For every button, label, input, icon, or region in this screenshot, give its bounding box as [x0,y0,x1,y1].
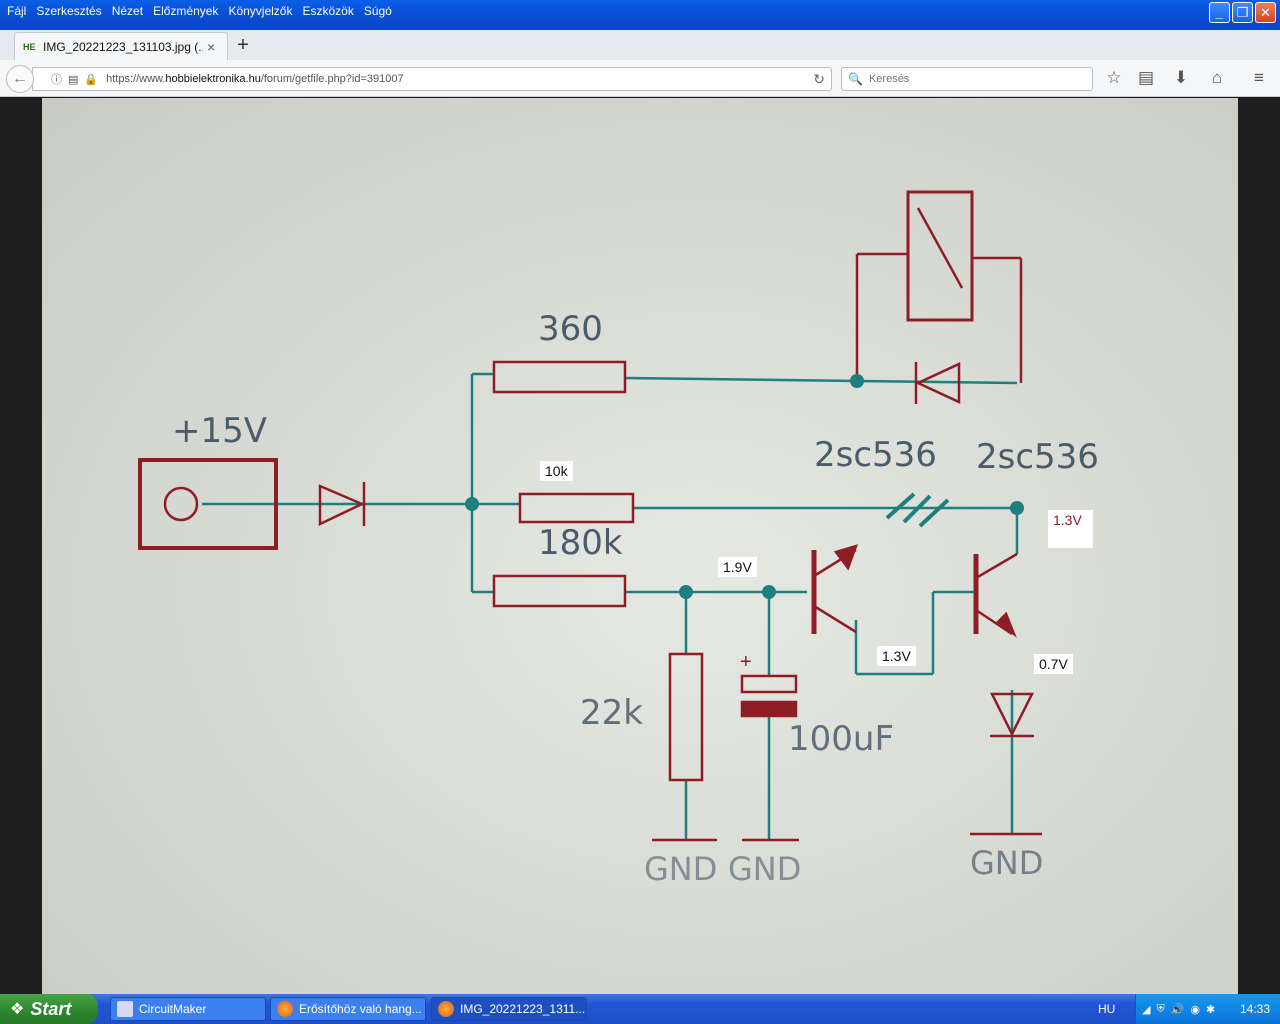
voltage-emitter: 1.3V [877,646,916,666]
search-bar[interactable]: 🔍 [841,67,1093,91]
voltage-output: 0.7V [1034,654,1073,674]
close-button[interactable]: ✕ [1255,2,1276,23]
task-label: Erősítőhöz való hang... [299,1002,422,1016]
label-cap-plus: + [740,651,752,673]
permissions-icon[interactable]: ▤ [68,73,79,86]
reading-list-icon[interactable]: ▤ [1137,68,1155,87]
label-supply: +15V [172,411,267,451]
junction-dots [465,374,1024,599]
close-icon: ✕ [1260,5,1271,20]
back-button[interactable]: ← [6,65,34,93]
network-icon[interactable]: ◢ [1142,1003,1151,1016]
minimize-button[interactable]: _ [1209,2,1230,23]
shield-icon[interactable]: ⛨ [1156,1002,1165,1015]
clock[interactable]: 14:33 [1239,1002,1270,1016]
home-icon[interactable]: ⌂ [1211,68,1223,87]
back-arrow-icon: ← [12,70,28,87]
new-tab-button[interactable]: + [237,34,249,56]
reload-icon[interactable]: ↻ [813,71,825,87]
restore-button[interactable]: ❐ [1232,2,1253,23]
menu-view[interactable]: Nézet [111,4,144,18]
tab-strip: HE IMG_20221223_131103.jpg (... × + [0,30,1280,60]
label-r4: 22k [580,693,643,733]
menu-file[interactable]: Fájl [7,4,27,18]
language-indicator[interactable]: HU [1098,1002,1116,1016]
search-input[interactable] [868,73,1089,85]
menu-bookmarks[interactable]: Könyvjelzők [228,4,293,18]
antivirus-icon[interactable]: ◉ [1190,1003,1201,1016]
url-bar[interactable]: ⓘ ▤ 🔒 https://www.hobbielektronika.hu/fo… [32,67,832,91]
lock-icon[interactable]: 🔒 [84,73,99,86]
label-gnd2: GND [728,850,801,888]
favicon-icon: HE [23,41,36,52]
windows-logo-icon: ❖ [10,1001,25,1018]
label-q1: 2sc536 [814,435,937,475]
window-titlebar: Fájl Szerkesztés Nézet Előzmények Könyvj… [0,0,1280,30]
task-firefox-2[interactable]: IMG_20221223_1311... [431,997,587,1021]
circuitmaker-icon [117,1001,133,1017]
system-tray: ◢ ⛨ 🔊 ◉ ✱ 14:33 [1135,994,1280,1024]
label-gnd1: GND [644,850,717,888]
taskbar: ❖ Start CircuitMaker Erősítőhöz való han… [0,994,1280,1024]
menu-edit[interactable]: Szerkesztés [36,4,102,18]
firefox-icon [277,1001,293,1017]
voltage-base: 1.9V [718,557,757,577]
menu-history[interactable]: Előzmények [153,4,219,18]
tab-image[interactable]: HE IMG_20221223_131103.jpg (... × [14,32,228,60]
volume-icon[interactable]: 🔊 [1170,1003,1185,1016]
label-r2: 10k [540,461,573,481]
navigation-bar: ⓘ ▤ 🔒 https://www.hobbielektronika.hu/fo… [0,60,1280,97]
components [138,190,1042,842]
menu-bar: Fájl Szerkesztés Nézet Előzmények Könyvj… [0,0,397,22]
menu-help[interactable]: Súgó [363,4,392,18]
task-label: IMG_20221223_1311... [460,1002,586,1016]
tab-close-icon[interactable]: × [207,38,216,55]
bookmark-star-icon[interactable]: ☆ [1106,68,1122,87]
task-label: CircuitMaker [139,1002,207,1016]
task-circuitmaker[interactable]: CircuitMaker [110,997,266,1021]
search-icon: 🔍 [848,72,863,86]
restore-icon: ❐ [1236,5,1249,20]
tab-label: IMG_20221223_131103.jpg (... [43,39,203,54]
window-controls: _ ❐ ✕ [1209,2,1276,23]
label-r1: 360 [538,309,603,349]
label-cap: 100uF [788,719,894,759]
minimize-icon: _ [1215,5,1224,20]
schematic-photo: +15V 360 180k 22k 100uF + 2sc536 2sc536 … [42,98,1238,994]
schematic-drawing: +15V 360 180k 22k 100uF + 2sc536 2sc536 … [138,190,1099,888]
url-text[interactable]: https://www.hobbielektronika.hu/forum/ge… [106,73,404,85]
download-icon[interactable]: ⬇ [1173,68,1189,87]
wires [202,372,1019,840]
bluetooth-icon[interactable]: ✱ [1206,1003,1216,1016]
label-r3: 180k [538,523,623,563]
task-firefox-1[interactable]: Erősítőhöz való hang... [270,997,426,1021]
menu-tools[interactable]: Eszközök [302,4,354,18]
start-button[interactable]: ❖ Start [0,994,98,1024]
label-gnd3: GND [970,844,1043,882]
voltage-collector: 1.3V [1048,510,1093,548]
label-q2: 2sc536 [976,437,1099,477]
hamburger-menu-icon[interactable]: ≡ [1254,68,1264,87]
start-label: Start [30,998,72,1019]
page-content: +15V 360 180k 22k 100uF + 2sc536 2sc536 … [0,98,1280,994]
firefox-icon [438,1001,454,1017]
info-icon[interactable]: ⓘ [51,74,62,86]
